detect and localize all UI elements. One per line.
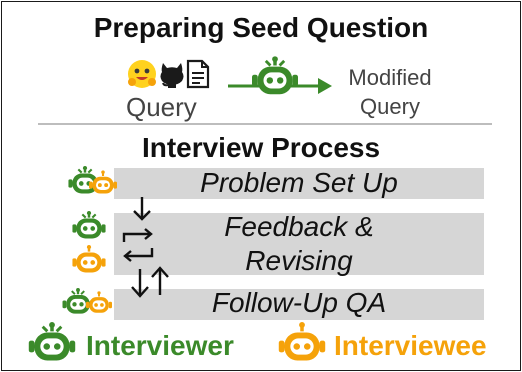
stage-bar-feedback-revising — [114, 213, 484, 275]
stage2-interviewee-robot-icon — [72, 245, 106, 275]
document-icon — [186, 59, 210, 89]
stage-label-problem-set-up: Problem Set Up — [200, 167, 398, 198]
legend-interviewer-icon — [28, 322, 76, 364]
stage-label-feedback-line1: Feedback & — [224, 211, 374, 242]
hugging-face-icon — [126, 58, 158, 90]
legend-interviewee-label: Interviewee — [334, 330, 487, 361]
stage3-interviewee-robot-icon — [86, 291, 112, 315]
exchange-arrows-icon — [126, 266, 176, 298]
revise-loop-icon — [118, 228, 158, 262]
seed-section-title: Preparing Seed Question — [93, 12, 429, 43]
stage-label-follow-up-qa: Follow-Up QA — [211, 287, 387, 318]
legend-interviewer-label: Interviewer — [86, 330, 234, 361]
stage-bar-problem-set-up — [114, 168, 484, 199]
down-arrow-icon — [130, 195, 154, 221]
section-divider — [38, 123, 492, 125]
modified-query-line1: Modified — [348, 65, 432, 90]
github-icon — [157, 59, 187, 89]
stage1-interviewee-robot-icon — [89, 170, 117, 196]
stage-label-feedback-line2: Revising — [245, 245, 353, 276]
legend-interviewee-icon — [278, 322, 326, 364]
stage-bar-follow-up-qa — [114, 289, 484, 320]
interview-section-title: Interview Process — [141, 132, 381, 163]
query-label: Query — [126, 92, 197, 122]
stage2-interviewer-robot-icon — [72, 211, 106, 241]
interviewer-robot-icon — [252, 56, 298, 98]
modified-query-line2: Query — [360, 94, 420, 119]
